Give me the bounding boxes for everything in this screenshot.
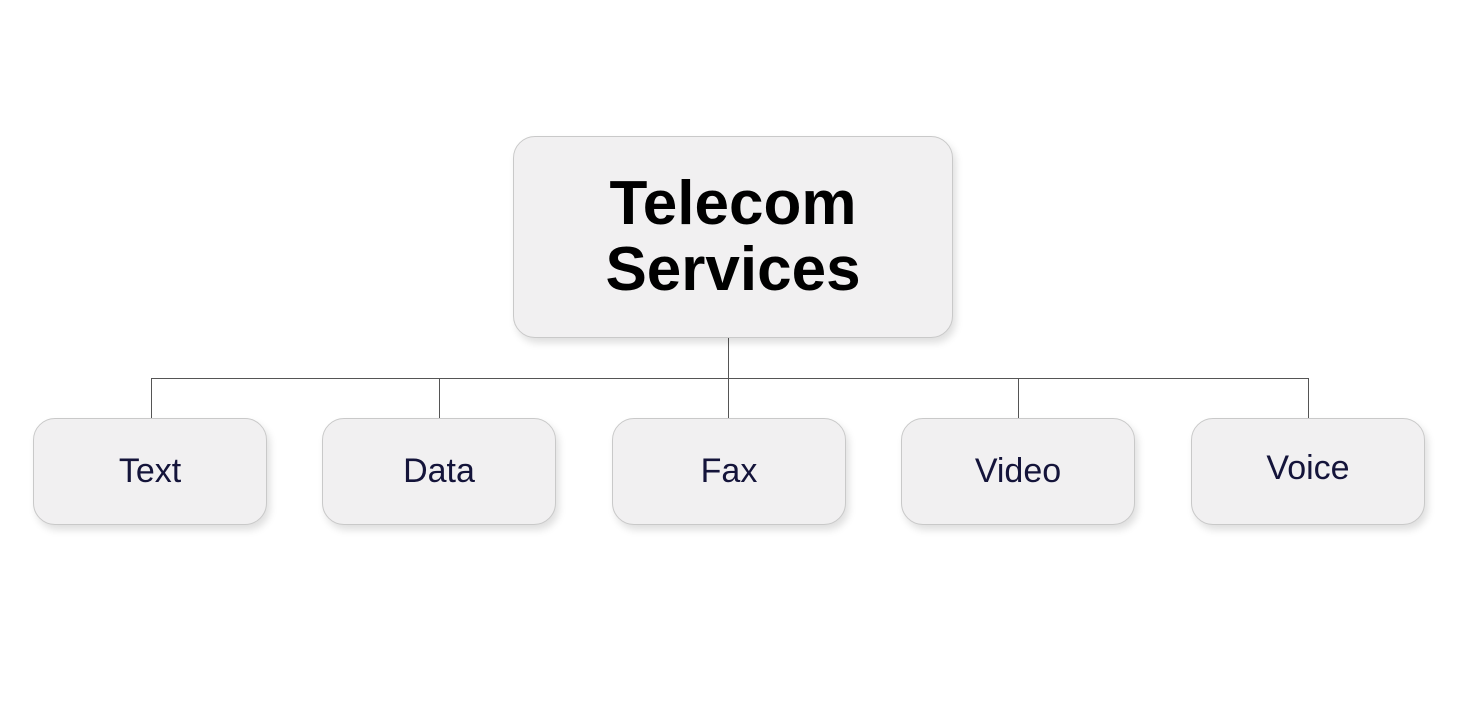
node-label: Text: [118, 452, 182, 490]
child-node-voice: Voice: [1191, 418, 1425, 525]
connector-video: [1018, 378, 1019, 418]
connector-bus: [151, 378, 1309, 379]
child-node-fax: Fax: [612, 418, 846, 525]
node-label: Voice: [1266, 449, 1350, 487]
root-title-line1: Telecom: [609, 169, 857, 238]
child-node-text: Text: [33, 418, 267, 525]
child-node-video: Video: [901, 418, 1135, 525]
node-label: Video: [974, 452, 1062, 490]
connector-voice: [1308, 378, 1309, 418]
node-label: Data: [403, 452, 475, 490]
node-label: Fax: [700, 452, 758, 490]
child-node-data: Data: [322, 418, 556, 525]
connector-data: [439, 378, 440, 418]
root-title-line2: Services: [605, 235, 861, 304]
connector-text: [151, 378, 152, 418]
